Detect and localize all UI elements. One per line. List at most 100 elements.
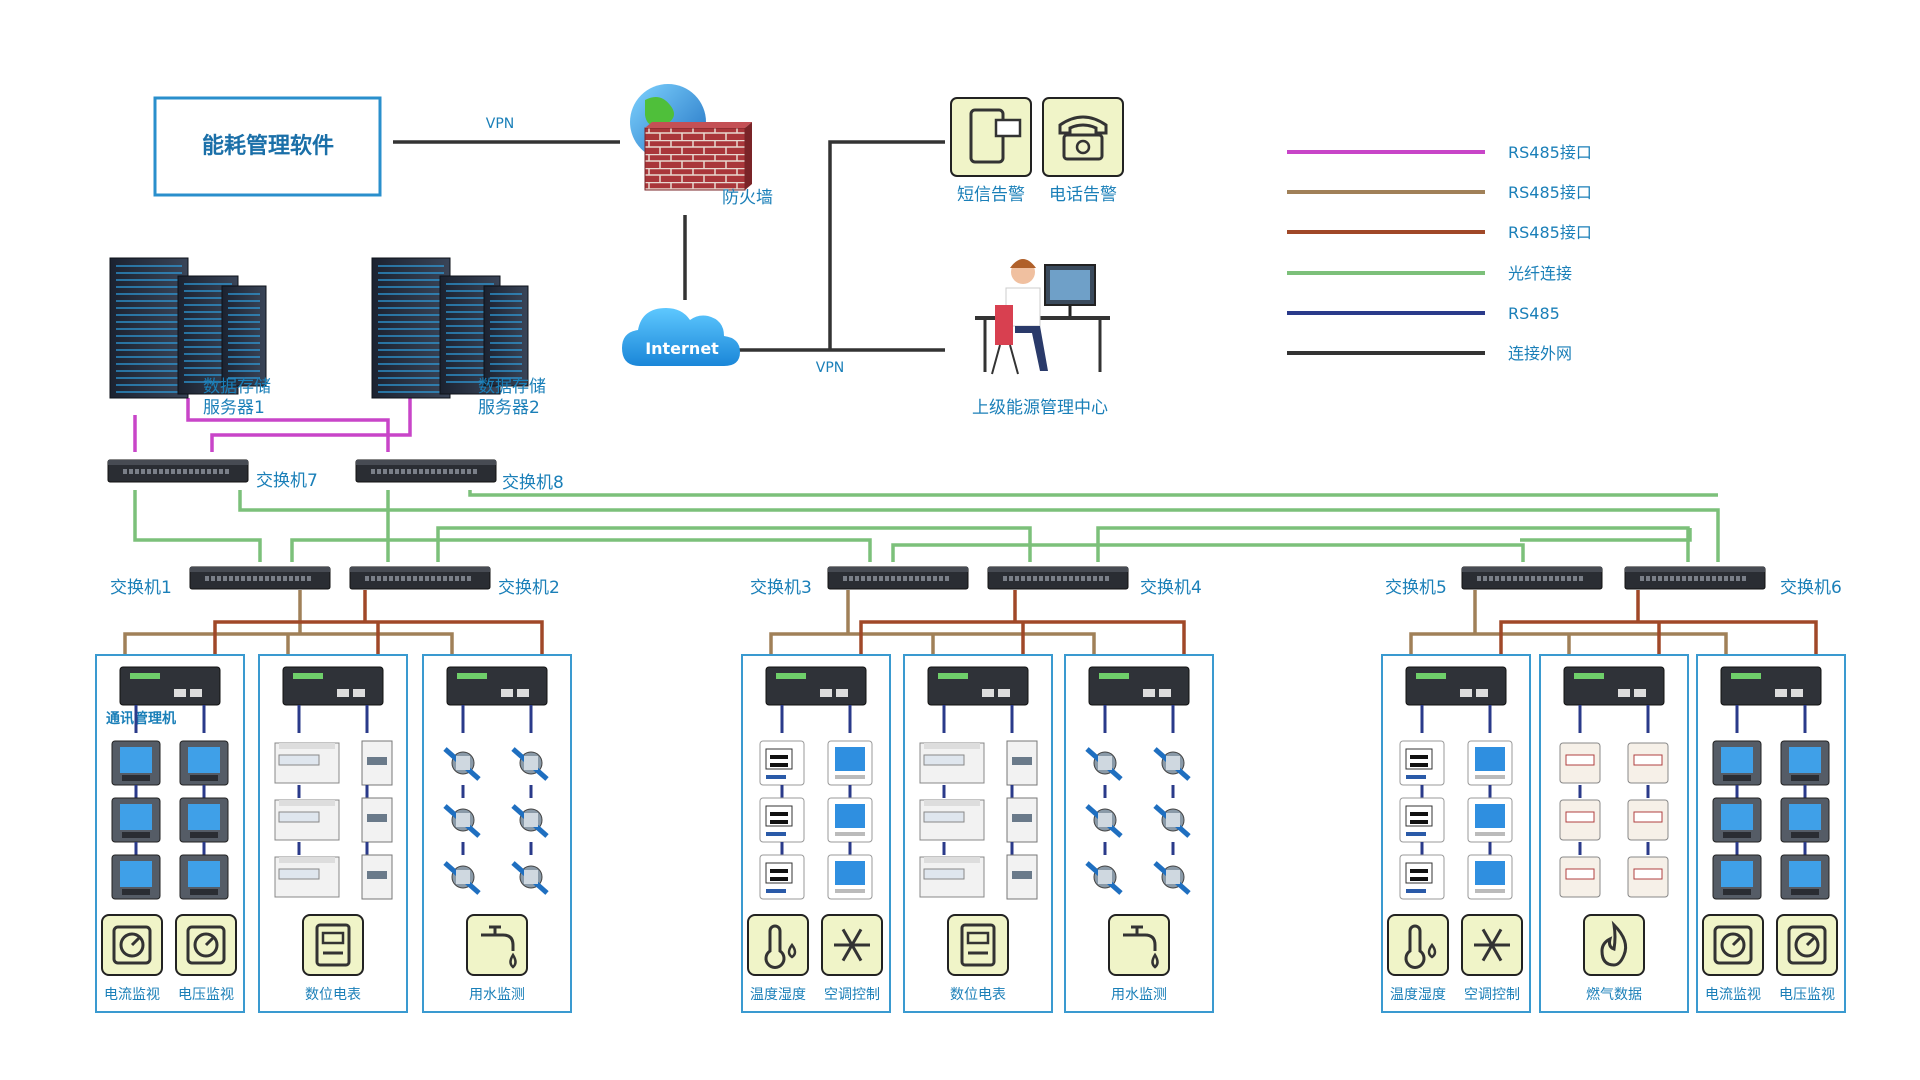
meter-device-2	[274, 799, 340, 841]
energy-center-label: 上级能源管理中心	[972, 398, 1108, 418]
water-device-1	[511, 747, 549, 781]
legend: RS485接口 RS485接口 RS485接口 光纤连接 RS485 连接外网	[1287, 143, 1592, 363]
gauge-icon	[175, 914, 237, 976]
server-rack-icon-1	[109, 257, 267, 399]
link-internet-alerts	[828, 140, 945, 350]
water-device-3	[511, 804, 549, 838]
meter-small-device-1	[1006, 740, 1038, 786]
switch7-icon	[107, 459, 249, 483]
panel-caption: 电流监视	[104, 987, 160, 1003]
server1-label-line2: 服务器1	[203, 398, 265, 418]
aircon-device-5	[1467, 854, 1513, 900]
switch2-icon	[349, 566, 491, 590]
thermo-device-2	[1399, 797, 1445, 843]
fiber-s7-s1	[133, 490, 262, 562]
water-device-0	[1085, 747, 1123, 781]
meter-device-4	[274, 856, 340, 898]
fiber-s4-s6	[1096, 526, 1690, 562]
meter-device-0	[274, 742, 340, 784]
aircon-device-5	[827, 854, 873, 900]
gauge-icon	[1702, 914, 1764, 976]
switch4-label: 交换机4	[1140, 578, 1202, 598]
thermo-device-0	[1399, 740, 1445, 786]
sms-alert-label: 短信告警	[957, 185, 1025, 205]
sms-alert-icon	[950, 97, 1032, 177]
thermometer-icon	[1387, 914, 1449, 976]
server1-label-line1: 数据存储	[203, 377, 271, 397]
internet-cloud-icon	[622, 308, 740, 366]
switch5-icon	[1461, 566, 1603, 590]
vpn-label-bottom: VPN	[816, 360, 845, 376]
phone-alert-icon	[1042, 97, 1124, 177]
water-device-5	[1153, 861, 1191, 895]
server2-label-line1: 数据存储	[478, 377, 546, 397]
gas-device-2	[1559, 799, 1601, 841]
thermo-device-4	[759, 854, 805, 900]
panel-caption: 燃气数据	[1586, 986, 1642, 1003]
phone-alert-label: 电话告警	[1049, 185, 1117, 205]
water-device-3	[1153, 804, 1191, 838]
aircon-device-1	[1467, 740, 1513, 786]
firewall-label: 防火墙	[722, 188, 773, 208]
switch1-label: 交换机1	[110, 578, 172, 598]
panel-caption: 电流监视	[1705, 987, 1761, 1003]
water-device-2	[443, 804, 481, 838]
water-device-2	[1085, 804, 1123, 838]
fiber-s4-s5	[1520, 528, 1692, 542]
switch3-label: 交换机3	[750, 578, 812, 598]
fiber-s8-s6b	[468, 490, 1718, 497]
water-device-4	[1085, 861, 1123, 895]
meter-device-4	[919, 856, 985, 898]
device-panel-7: 温度湿度空调控制	[1381, 654, 1531, 1013]
aircon-device-3	[1467, 797, 1513, 843]
fiber-s1-s3	[290, 538, 872, 562]
water-device-0	[443, 747, 481, 781]
comm-manager-icon	[446, 666, 548, 706]
meter-small-device-5	[361, 854, 393, 900]
monitor-device-3	[1780, 797, 1830, 843]
thermometer-icon	[747, 914, 809, 976]
device-panel-3: 用水监测	[422, 654, 572, 1013]
monitor-device-3	[179, 797, 229, 843]
server-rack-icon-2	[371, 257, 529, 399]
comm-manager-label: 通讯管理机	[106, 710, 176, 727]
device-panel-6: 用水监测	[1064, 654, 1214, 1013]
switch1-icon	[189, 566, 331, 590]
comm-manager-icon	[119, 666, 221, 706]
water-device-1	[1153, 747, 1191, 781]
software-box-label: 能耗管理软件	[202, 133, 334, 159]
gauge-icon	[101, 914, 163, 976]
vpn-label-top: VPN	[486, 116, 515, 132]
legend-label-2: RS485接口	[1508, 223, 1592, 242]
legend-label-0: RS485接口	[1508, 143, 1592, 162]
panel-caption: 数位电表	[305, 987, 361, 1003]
monitor-device-4	[111, 854, 161, 900]
gas-device-0	[1559, 742, 1601, 784]
panel-caption: 数位电表	[950, 987, 1006, 1003]
meter-small-device-1	[361, 740, 393, 786]
gas-device-3	[1627, 799, 1669, 841]
thermo-device-0	[759, 740, 805, 786]
monitor-device-2	[1712, 797, 1762, 843]
comm-manager-icon	[282, 666, 384, 706]
switch3-icon	[827, 566, 969, 590]
flame-icon	[1583, 914, 1645, 976]
monitor-device-4	[1712, 854, 1762, 900]
meter-icon	[947, 914, 1009, 976]
comm-manager-icon	[1720, 666, 1822, 706]
panel-caption: 用水监测	[469, 987, 525, 1003]
meter-small-device-3	[1006, 797, 1038, 843]
switch6-label: 交换机6	[1780, 578, 1842, 598]
snowflake-icon	[1461, 914, 1523, 976]
software-box	[153, 96, 382, 197]
meter-icon	[302, 914, 364, 976]
monitor-device-0	[1712, 740, 1762, 786]
aircon-device-3	[827, 797, 873, 843]
firewall-icon	[630, 84, 752, 191]
legend-label-5: 连接外网	[1508, 344, 1572, 363]
panel-caption: 温度湿度	[1390, 987, 1446, 1003]
device-panel-1: 通讯管理机电流监视电压监视	[95, 654, 245, 1013]
switch4-icon	[987, 566, 1129, 590]
gauge-icon	[1776, 914, 1838, 976]
switch8-icon	[355, 459, 497, 483]
